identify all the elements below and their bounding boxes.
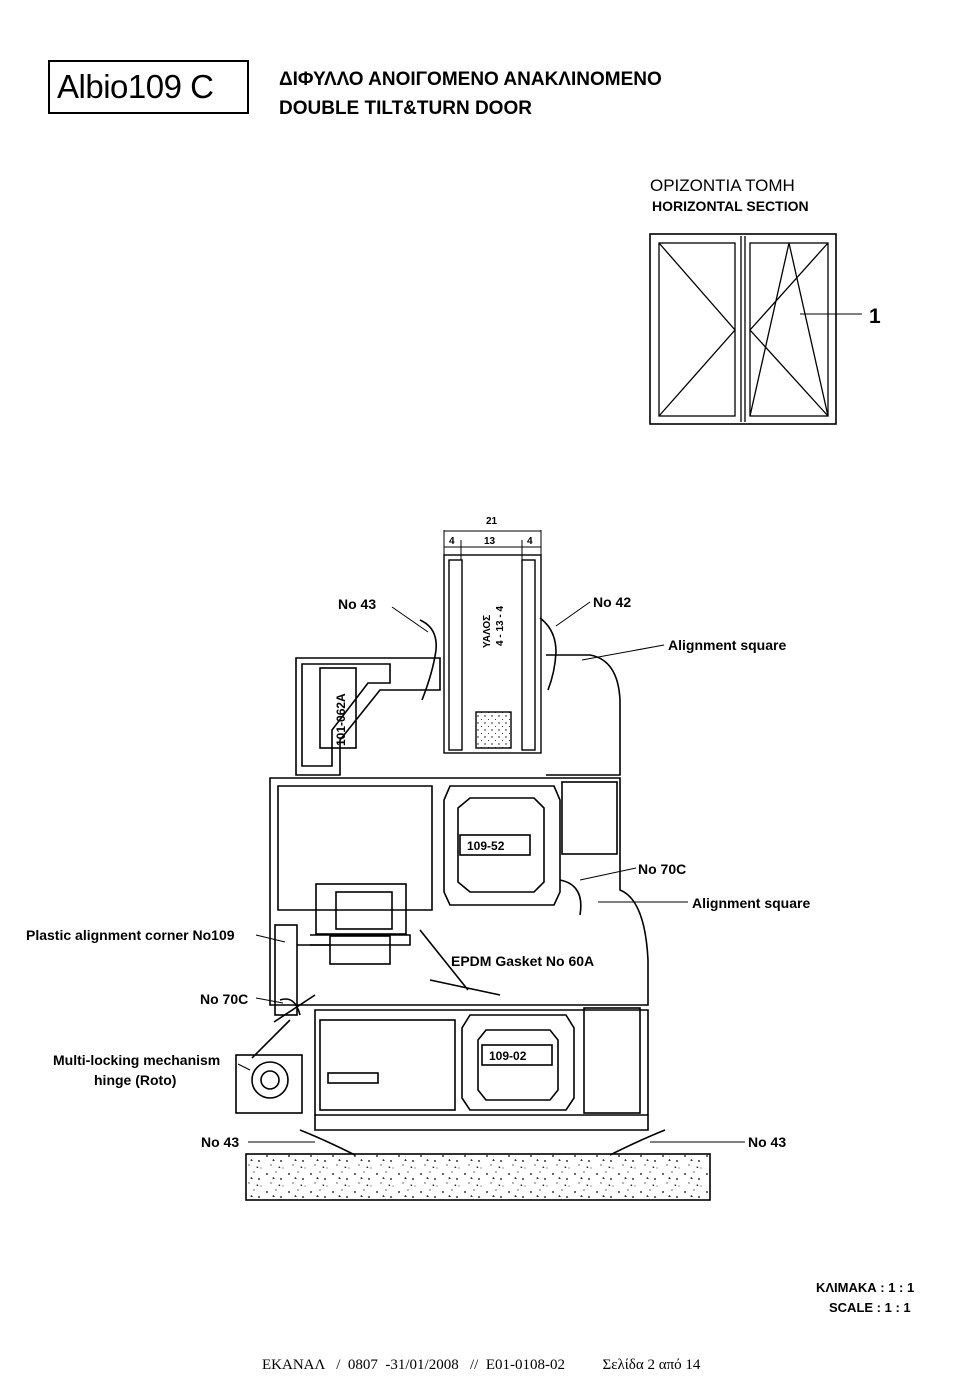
model-name: Albio109 C bbox=[57, 68, 214, 105]
dim-right: 4 bbox=[527, 536, 533, 547]
profile-outlines bbox=[235, 617, 666, 1156]
label-no42: No 42 bbox=[593, 594, 632, 610]
glass-spec: 4 - 13 - 4 bbox=[495, 606, 506, 646]
label-no70c-right: No 70C bbox=[638, 861, 687, 877]
profile-101-062a: 101-062A bbox=[334, 693, 348, 746]
dim-left: 4 bbox=[449, 536, 455, 547]
label-no43-bottom-right: No 43 bbox=[748, 1134, 787, 1150]
glass-unit bbox=[443, 554, 542, 754]
section-title-greek: ΟΡΙΖΟΝΤΙΑ ΤΟΜΗ bbox=[650, 176, 795, 195]
profile-109-52: 109-52 bbox=[467, 839, 505, 853]
title-english: DOUBLE TILT&TURN DOOR bbox=[279, 98, 532, 119]
section-elevation bbox=[649, 233, 862, 425]
glass-label: ΥΑΛΟΣ bbox=[482, 615, 493, 648]
label-plastic-corner: Plastic alignment corner No109 bbox=[26, 927, 235, 943]
label-no70c-left: No 70C bbox=[200, 991, 249, 1007]
model-box: Albio109 C bbox=[48, 60, 249, 114]
title-greek: ΔΙΦΥΛΛΟ ΑΝΟΙΓΟΜΕΝΟ ΑΝΑΚΛΙΝΟΜΕΝΟ bbox=[279, 69, 662, 90]
label-alignment-square-2: Alignment square bbox=[692, 895, 811, 911]
label-hinge-roto: hinge (Roto) bbox=[94, 1072, 177, 1088]
document-footer: ΕΚΑΝΑΛ / 0807 -31/01/2008 // E01-0108-02… bbox=[262, 1357, 701, 1373]
label-alignment-square-1: Alignment square bbox=[668, 637, 787, 653]
concrete-base bbox=[245, 1153, 711, 1201]
section-marker: 1 bbox=[869, 305, 881, 328]
dim-total: 21 bbox=[486, 516, 498, 527]
scale-english: SCALE : 1 : 1 bbox=[829, 1300, 911, 1315]
label-epdm-gasket: EPDM Gasket No 60A bbox=[451, 953, 595, 969]
label-multi-locking: Multi-locking mechanism bbox=[53, 1052, 221, 1068]
scale-greek: ΚΛΙΜΑΚΑ : 1 : 1 bbox=[816, 1280, 915, 1295]
leader-lines bbox=[237, 601, 745, 1143]
dim-middle: 13 bbox=[484, 536, 496, 547]
label-no43-top: No 43 bbox=[338, 596, 377, 612]
profile-109-02: 109-02 bbox=[489, 1049, 527, 1063]
label-no43-bottom-left: No 43 bbox=[201, 1134, 240, 1150]
section-title-english: HORIZONTAL SECTION bbox=[652, 198, 809, 214]
